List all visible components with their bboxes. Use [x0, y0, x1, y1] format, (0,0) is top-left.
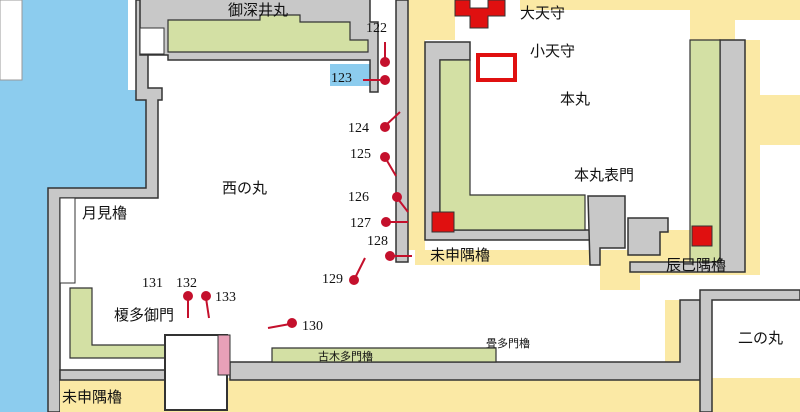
label-ninomaru: 二の丸	[738, 329, 783, 347]
marker-number: 127	[350, 216, 371, 231]
marker-number: 123	[331, 71, 352, 86]
marker-number: 133	[215, 290, 236, 305]
label-daitenshu: 大天守	[520, 4, 565, 22]
label-nishinomaru: 西の丸	[222, 179, 267, 197]
marker-number: 122	[366, 21, 387, 36]
label-honmaru-omotemon: 本丸表門	[574, 166, 634, 184]
label-enoki-tamon: 榎多御門	[114, 306, 174, 324]
label-tatsumi-yagura: 辰巳隅櫓	[666, 256, 726, 274]
marker-number: 131	[142, 276, 163, 291]
ninomaru-moat	[60, 378, 800, 412]
marker-number: 128	[367, 234, 388, 249]
corner-tower-se	[691, 225, 713, 247]
outer-moat-water	[0, 0, 150, 412]
label-tatami-tamon-yagura: 畳多門櫓	[486, 336, 530, 350]
ofukei-moat-water	[330, 64, 370, 86]
label-tsukimi-yagura: 月見櫓	[82, 204, 127, 222]
kotenshu-tower	[476, 53, 517, 82]
enoki-gate-marker	[217, 334, 231, 376]
marker-number: 125	[350, 147, 371, 162]
label-honmaru: 本丸	[560, 90, 590, 108]
label-hitsujisaru-yagura-outer: 未申隅櫓	[62, 388, 122, 406]
label-furuki-tamon-yagura: 古木多門櫓	[318, 349, 373, 363]
marker-number: 126	[348, 190, 369, 205]
marker-number: 132	[176, 276, 197, 291]
corner-tower-sw	[431, 211, 455, 233]
daitenshu-tower	[454, 0, 506, 29]
label-ofukei-maru: 御深井丸	[228, 1, 288, 19]
photo-markers	[183, 42, 412, 329]
label-kotenshu: 小天守	[530, 42, 575, 60]
marker-number: 129	[322, 272, 343, 287]
label-hitsujisaru-yagura-inner: 未申隅櫓	[430, 246, 490, 264]
marker-number: 124	[348, 121, 369, 136]
marker-number: 130	[302, 319, 323, 334]
